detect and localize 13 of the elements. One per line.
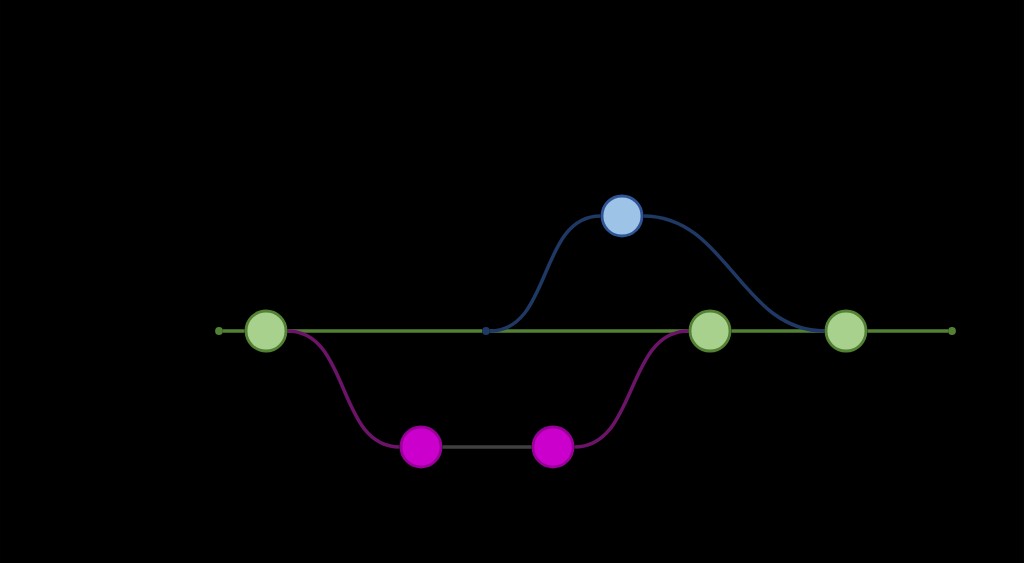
branch-line bbox=[574, 329, 689, 449]
commit-circle bbox=[688, 309, 732, 353]
commit-circle bbox=[244, 309, 288, 353]
commit-circle bbox=[600, 194, 644, 238]
commit-circle bbox=[824, 309, 868, 353]
commit-circle bbox=[531, 425, 575, 469]
branch-line bbox=[867, 329, 949, 333]
branch-line bbox=[442, 445, 532, 449]
commit-circle bbox=[399, 425, 443, 469]
branch-line bbox=[643, 214, 825, 333]
branch-line bbox=[222, 329, 245, 333]
branch-line bbox=[287, 329, 400, 449]
branch-line bbox=[489, 214, 601, 333]
